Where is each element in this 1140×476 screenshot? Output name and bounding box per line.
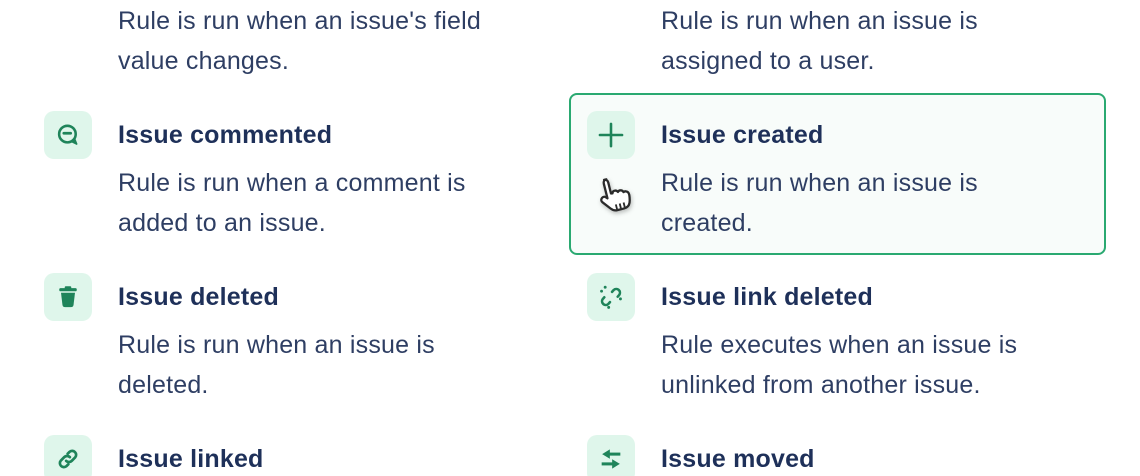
trigger-card-field-value-changed[interactable]: Rule is run when an issue's field value …: [26, 0, 563, 93]
trigger-card-issue-commented[interactable]: Issue commented Rule is run when a comme…: [26, 93, 563, 255]
trigger-grid: Rule is run when an issue's field value …: [26, 0, 1106, 476]
icon-tile: [44, 273, 92, 321]
trash-icon: [59, 286, 77, 308]
trigger-description: Rule is run when a comment is added to a…: [118, 169, 466, 237]
comment-icon: [57, 124, 78, 145]
icon-tile: [587, 435, 635, 476]
link-icon: [58, 449, 78, 469]
broken-link-icon: [600, 285, 622, 309]
trigger-card-issue-moved[interactable]: Issue moved: [569, 417, 1106, 476]
trigger-card-issue-deleted[interactable]: Issue deleted Rule is run when an issue …: [26, 255, 563, 417]
trigger-description: Rule is run when an issue is created.: [661, 169, 978, 237]
trigger-title: Issue created: [661, 120, 824, 149]
icon-tile: [587, 111, 635, 159]
arrows-left-right-icon: [601, 449, 621, 469]
icon-tile: [587, 273, 635, 321]
trigger-description: Rule is run when an issue's field value …: [118, 7, 481, 75]
trigger-card-issue-link-deleted[interactable]: Issue link deleted Rule executes when an…: [569, 255, 1106, 417]
trigger-title: Issue deleted: [118, 282, 279, 311]
trigger-description: Rule executes when an issue is unlinked …: [661, 331, 1018, 399]
trigger-title: Issue linked: [118, 444, 264, 473]
trigger-card-issue-created[interactable]: Issue created Rule is run when an issue …: [569, 93, 1106, 255]
trigger-title: Issue link deleted: [661, 282, 874, 311]
trigger-card-issue-linked[interactable]: Issue linked: [26, 417, 563, 476]
plus-icon: [598, 122, 624, 148]
trigger-description: Rule is run when an issue is deleted.: [118, 331, 435, 399]
trigger-title: Issue commented: [118, 120, 333, 149]
icon-tile: [44, 111, 92, 159]
trigger-description: Rule is run when an issue is assigned to…: [661, 7, 978, 75]
trigger-card-issue-assigned[interactable]: Rule is run when an issue is assigned to…: [569, 0, 1106, 93]
icon-tile: [44, 435, 92, 476]
trigger-title: Issue moved: [661, 444, 815, 473]
